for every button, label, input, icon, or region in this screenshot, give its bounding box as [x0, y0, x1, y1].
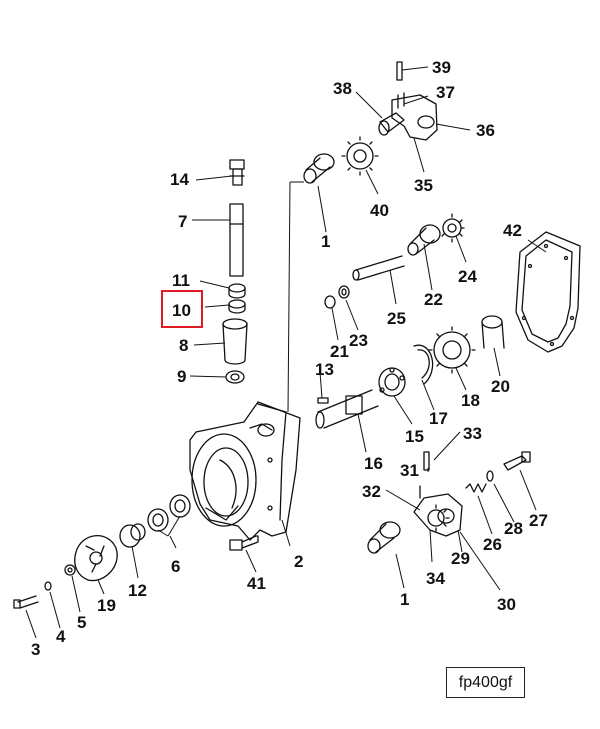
part-12-gear — [119, 523, 146, 548]
callout-13: 13 — [315, 360, 334, 379]
part-25-shaft — [352, 255, 405, 281]
part-6-bearing — [147, 494, 191, 532]
callout-8: 8 — [179, 336, 189, 355]
callout-17: 17 — [429, 409, 448, 428]
part-28-washer — [486, 470, 494, 482]
part-14-plug — [229, 159, 245, 186]
part-41-bolt — [229, 535, 259, 551]
callout-21: 21 — [330, 342, 349, 361]
part-22-bushing — [407, 224, 441, 256]
part-1-upper-bushing — [303, 153, 335, 184]
callout-34: 34 — [426, 569, 445, 588]
callout-38: 38 — [333, 79, 352, 98]
highlight-callout-10 — [161, 290, 203, 328]
part-39-pin — [396, 61, 403, 81]
part-13-key — [317, 397, 329, 404]
part-10-washer — [228, 299, 246, 314]
part-17-snap-ring — [413, 344, 434, 385]
part-1-lower-bushing — [367, 521, 401, 554]
callout-24: 24 — [458, 267, 477, 286]
callout-25: 25 — [387, 309, 406, 328]
callout-42: 42 — [503, 221, 522, 240]
part-9-nut — [225, 370, 245, 384]
part-21-ring — [324, 295, 336, 309]
callout-36: 36 — [476, 121, 495, 140]
part-20-bushing — [481, 315, 505, 349]
callout-15: 15 — [405, 427, 424, 446]
callout-30: 30 — [497, 595, 516, 614]
callout-9: 9 — [177, 367, 187, 386]
callout-2: 2 — [294, 552, 304, 571]
callout-22: 22 — [424, 290, 443, 309]
part-32-lever — [413, 485, 463, 537]
callout-3: 3 — [31, 640, 41, 659]
callout-40: 40 — [370, 201, 389, 220]
leader-lines — [25, 66, 547, 639]
part-42-gasket — [515, 231, 581, 353]
part-19-coupling — [74, 535, 118, 582]
callout-23: 23 — [349, 331, 368, 350]
callout-19: 19 — [97, 596, 116, 615]
callout-35: 35 — [414, 176, 433, 195]
callout-12: 12 — [128, 581, 147, 600]
callout-10: 10 — [172, 301, 191, 320]
part-4-washer — [44, 581, 52, 591]
callout-5: 5 — [77, 613, 87, 632]
part-3-screw — [13, 595, 39, 609]
part-40-gear — [341, 136, 379, 176]
callout-37: 37 — [436, 83, 455, 102]
part-8-sleeve — [222, 318, 248, 365]
callout-1-upper: 1 — [321, 232, 331, 251]
part-5-washer — [64, 564, 76, 576]
part-23-washer — [338, 285, 350, 299]
callout-28: 28 — [504, 519, 523, 538]
callout-33: 33 — [463, 424, 482, 443]
callout-39: 39 — [432, 58, 451, 77]
part-15-bearing — [378, 367, 406, 397]
callout-29: 29 — [451, 549, 470, 568]
figure-code: fp400gf — [446, 667, 525, 698]
part-24-gear — [441, 213, 465, 243]
callout-26: 26 — [483, 535, 502, 554]
callout-41: 41 — [247, 574, 266, 593]
callout-20: 20 — [491, 377, 510, 396]
callout-16: 16 — [364, 454, 383, 473]
part-2-housing — [189, 401, 301, 541]
callout-18: 18 — [461, 391, 480, 410]
callout-31: 31 — [400, 461, 419, 480]
part-27-plug — [503, 451, 531, 471]
callout-4: 4 — [56, 627, 66, 646]
part-18-gear — [428, 326, 476, 374]
callout-6: 6 — [171, 557, 181, 576]
callout-7: 7 — [178, 212, 188, 231]
part-7-rod — [229, 203, 244, 277]
part-33-pin — [423, 451, 430, 471]
part-38-shaft — [378, 112, 405, 136]
part-26-spring — [465, 483, 487, 493]
callout-27: 27 — [529, 511, 548, 530]
callout-14: 14 — [170, 170, 189, 189]
callout-11: 11 — [172, 271, 190, 290]
callout-1-lower: 1 — [400, 590, 410, 609]
part-11-washer — [228, 283, 246, 299]
part-34-gear — [427, 504, 450, 532]
part-16-shaft — [315, 389, 379, 429]
callout-32: 32 — [362, 482, 381, 501]
